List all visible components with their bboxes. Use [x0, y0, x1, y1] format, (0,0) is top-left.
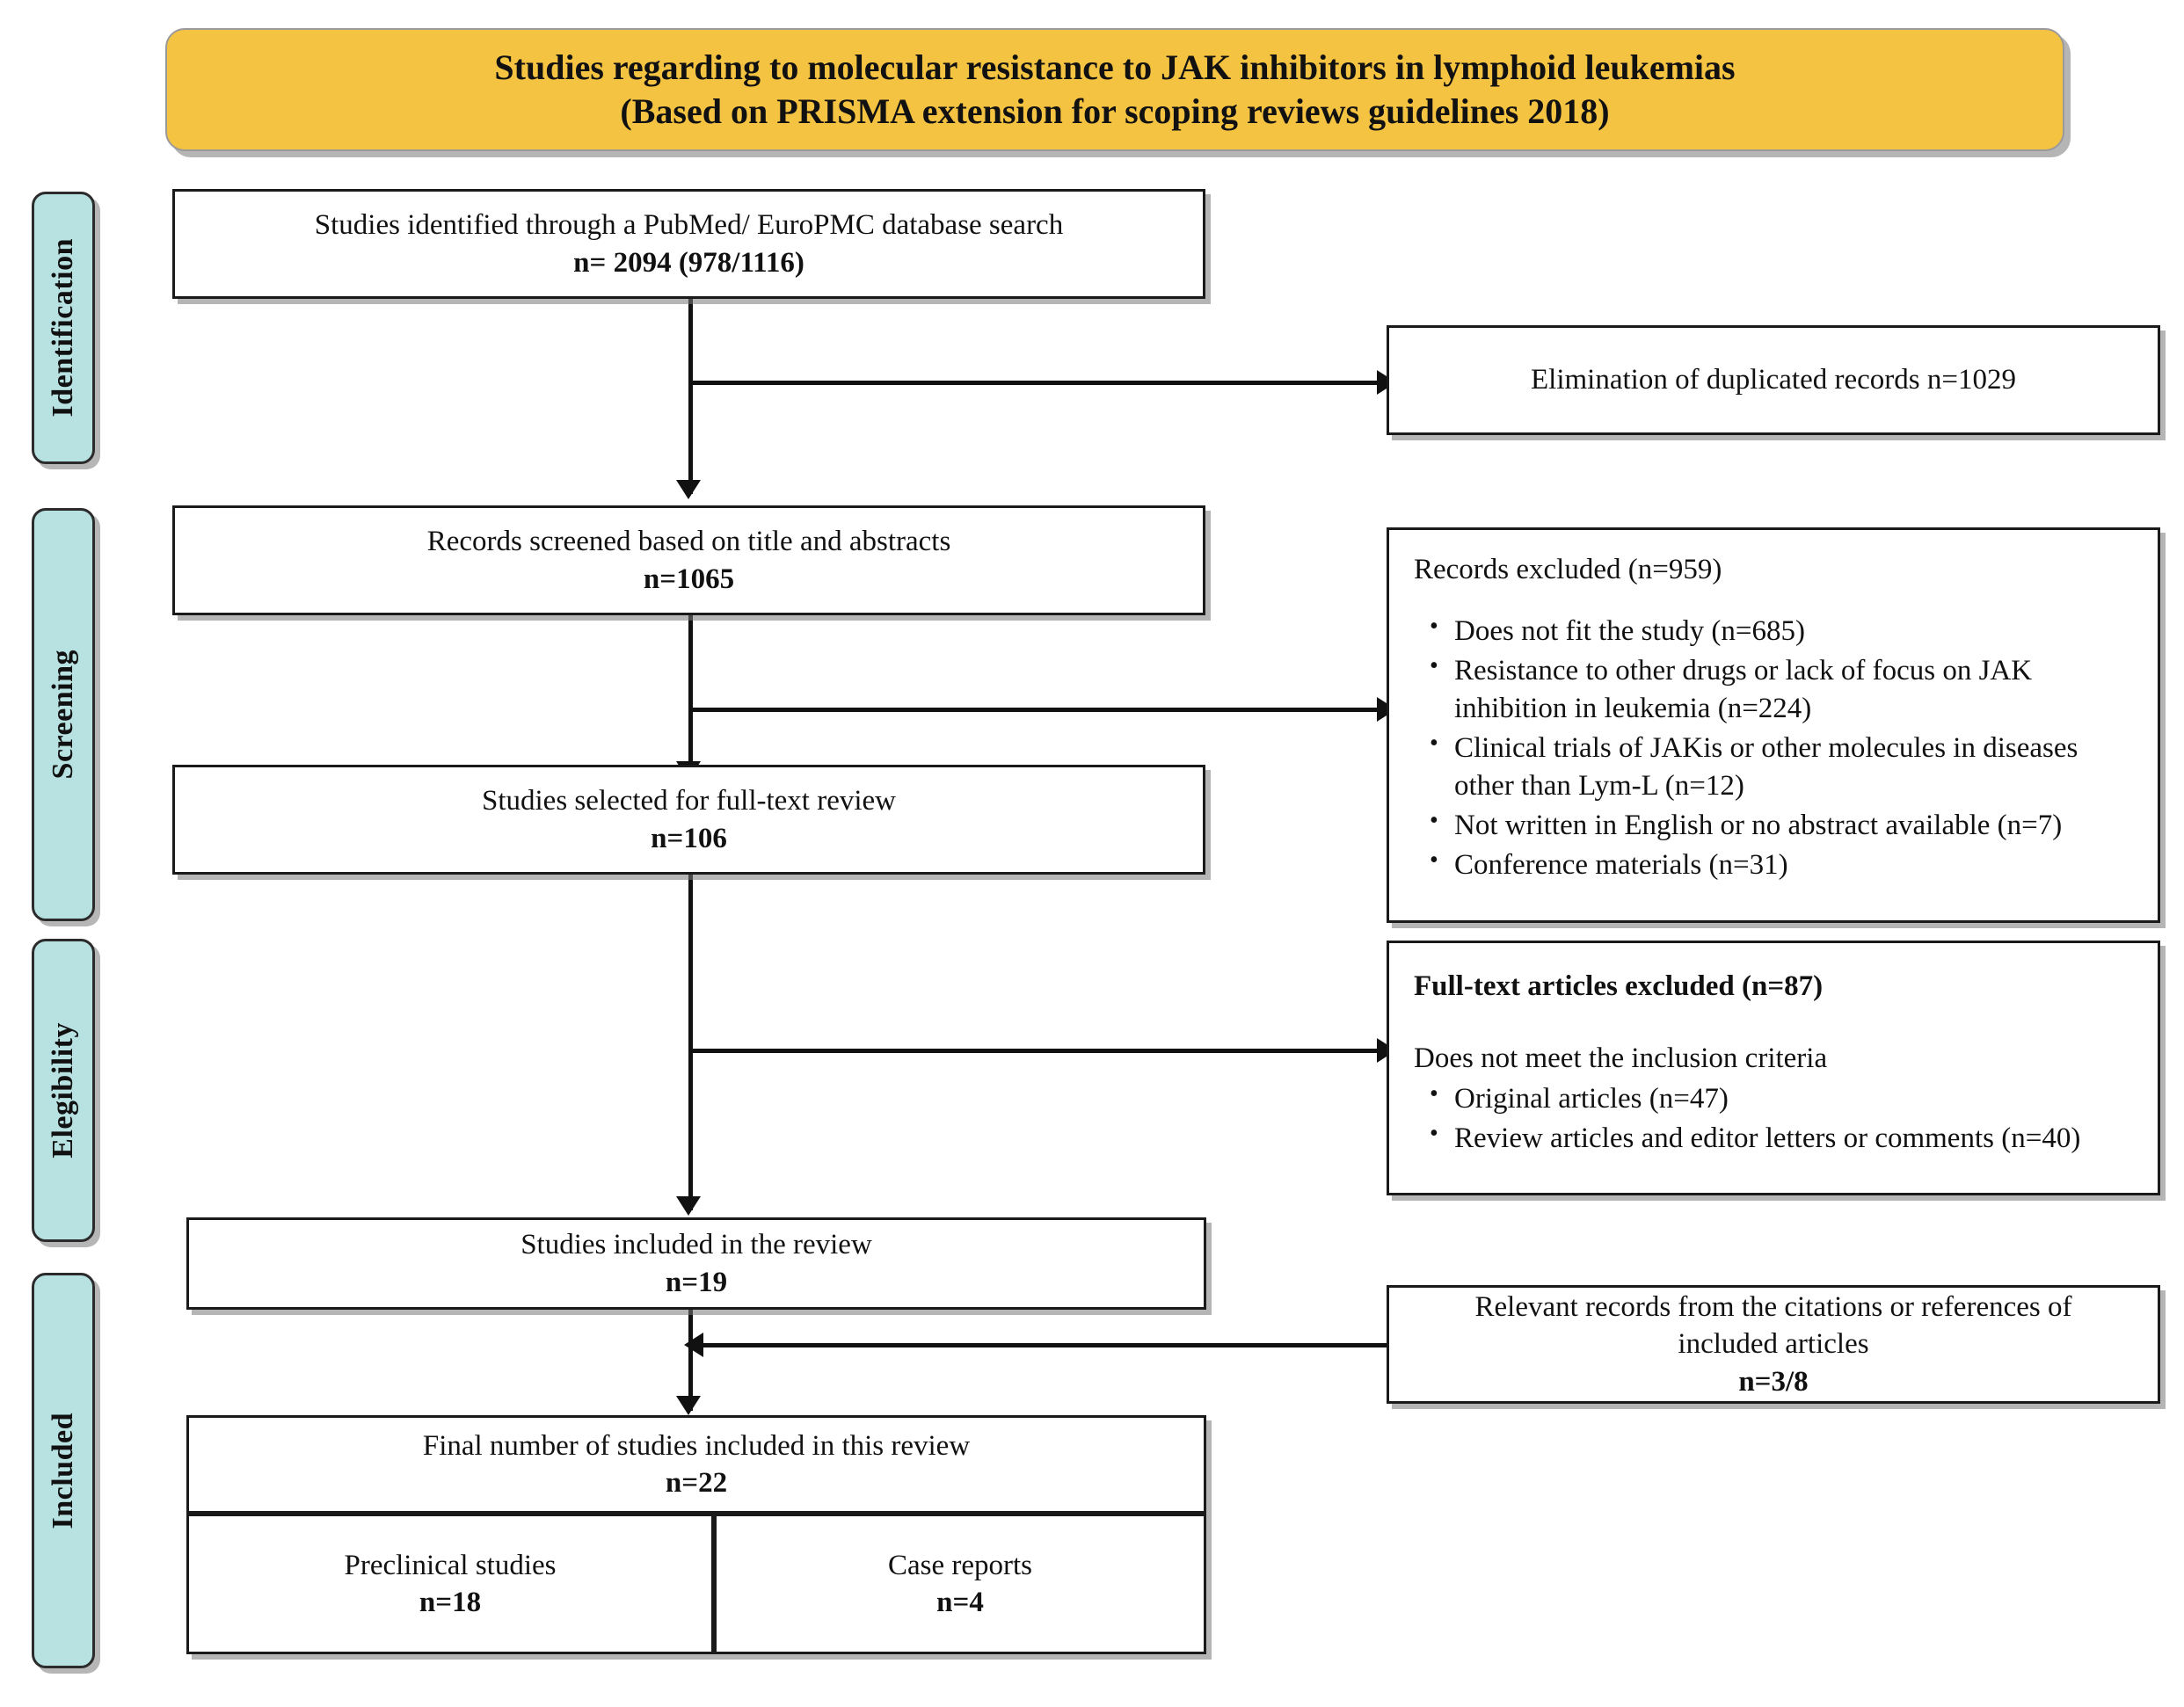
- stage-label-screening: Screening: [32, 508, 95, 921]
- diagram-title-banner: Studies regarding to molecular resistanc…: [165, 28, 2064, 151]
- case-reports-line-1: Case reports: [887, 1549, 1033, 1581]
- connector-to-records-excluded: [688, 708, 1383, 712]
- records-screened-line-1: Records screened based on title and abst…: [426, 526, 951, 558]
- fulltext-excluded-subheading: Does not meet the inclusion criteria: [1414, 1042, 1828, 1075]
- list-item: Conference materials (n=31): [1430, 845, 2133, 884]
- studies-identified-line-1: Studies identified through a PubMed/ Eur…: [314, 209, 1064, 242]
- relevant-records-line-1: Relevant records from the citations or r…: [1474, 1291, 2072, 1324]
- title-line-2: (Based on PRISMA extension for scoping r…: [620, 91, 1610, 131]
- arrow-into-screened: [676, 480, 701, 499]
- stage-label-elegibility-text: Elegibility: [47, 1022, 79, 1159]
- included-review-line-1: Studies included in the review: [521, 1229, 872, 1261]
- fulltext-excluded-heading: Full-text articles excluded (n=87): [1414, 970, 1824, 1002]
- stage-label-screening-text: Screening: [47, 650, 79, 780]
- relevant-records-line-2: included articles: [1678, 1328, 1869, 1361]
- list-item: Original articles (n=47): [1430, 1079, 2080, 1118]
- connector-to-duplicates: [688, 381, 1383, 385]
- duplicates-text: Elimination of duplicated records n=1029: [1531, 361, 2016, 398]
- fulltext-excluded-list: Original articles (n=47) Review articles…: [1414, 1079, 2080, 1159]
- arrow-into-included-review: [676, 1196, 701, 1216]
- records-excluded-heading: Records excluded (n=959): [1414, 551, 1722, 588]
- preclinical-count: n=18: [419, 1587, 482, 1618]
- box-records-excluded: Records excluded (n=959) Does not fit th…: [1387, 527, 2160, 923]
- list-item: Review articles and editor letters or co…: [1430, 1118, 2080, 1158]
- list-item: Not written in English or no abstract av…: [1430, 805, 2133, 845]
- box-preclinical-studies: Preclinical studies n=18: [186, 1514, 714, 1654]
- box-case-reports: Case reports n=4: [714, 1514, 1206, 1654]
- box-records-screened: Records screened based on title and abst…: [172, 505, 1205, 615]
- box-included-in-review: Studies included in the review n=19: [186, 1217, 1206, 1310]
- stage-label-elegibility: Elegibility: [32, 939, 95, 1242]
- connector-identified-down: [688, 299, 693, 494]
- records-excluded-heading-label: Records excluded: [1414, 554, 1628, 585]
- connector-to-fulltext-excluded: [688, 1049, 1383, 1053]
- stage-label-included-text: Included: [47, 1412, 79, 1529]
- list-item: Resistance to other drugs or lack of foc…: [1430, 650, 2133, 728]
- studies-identified-count: n= 2094 (978/1116): [573, 246, 804, 279]
- arrow-into-final-total: [676, 1396, 701, 1415]
- included-review-count: n=19: [665, 1266, 728, 1298]
- case-reports-count: n=4: [936, 1587, 984, 1618]
- connector-included-down: [688, 1310, 693, 1411]
- box-fulltext-selected: Studies selected for full-text review n=…: [172, 765, 1205, 875]
- stage-label-included: Included: [32, 1273, 95, 1668]
- list-item: Does not fit the study (n=685): [1430, 611, 2133, 650]
- box-duplicates-eliminated: Elimination of duplicated records n=1029: [1387, 325, 2160, 435]
- connector-fulltext-down: [688, 875, 693, 1210]
- fulltext-selected-line-1: Studies selected for full-text review: [481, 785, 896, 817]
- records-excluded-list: Does not fit the study (n=685) Resistanc…: [1414, 611, 2133, 885]
- box-studies-identified: Studies identified through a PubMed/ Eur…: [172, 189, 1205, 299]
- stage-label-identification-text: Identification: [47, 238, 79, 418]
- preclinical-line-1: Preclinical studies: [344, 1549, 557, 1581]
- fulltext-selected-count: n=106: [651, 822, 727, 854]
- box-relevant-records: Relevant records from the citations or r…: [1387, 1285, 2160, 1404]
- duplicates-count: n=1029: [1926, 364, 2016, 396]
- records-screened-count: n=1065: [643, 563, 735, 595]
- records-excluded-heading-count: (n=959): [1627, 554, 1722, 585]
- connector-screened-down: [688, 615, 693, 775]
- final-total-line-1: Final number of studies included in this…: [422, 1429, 971, 1462]
- list-item: Clinical trials of JAKis or other molecu…: [1430, 728, 2133, 805]
- final-total-count: n=22: [665, 1467, 728, 1499]
- box-fulltext-excluded: Full-text articles excluded (n=87) Does …: [1387, 941, 2160, 1195]
- title-line-1: Studies regarding to molecular resistanc…: [494, 47, 1736, 87]
- arrow-into-main-column: [684, 1333, 703, 1357]
- stage-label-identification: Identification: [32, 192, 95, 464]
- box-final-total: Final number of studies included in this…: [186, 1415, 1206, 1514]
- relevant-records-count: n=3/8: [1738, 1365, 1809, 1398]
- connector-from-relevant-records: [703, 1343, 1394, 1347]
- duplicates-label: Elimination of duplicated records: [1531, 364, 1927, 396]
